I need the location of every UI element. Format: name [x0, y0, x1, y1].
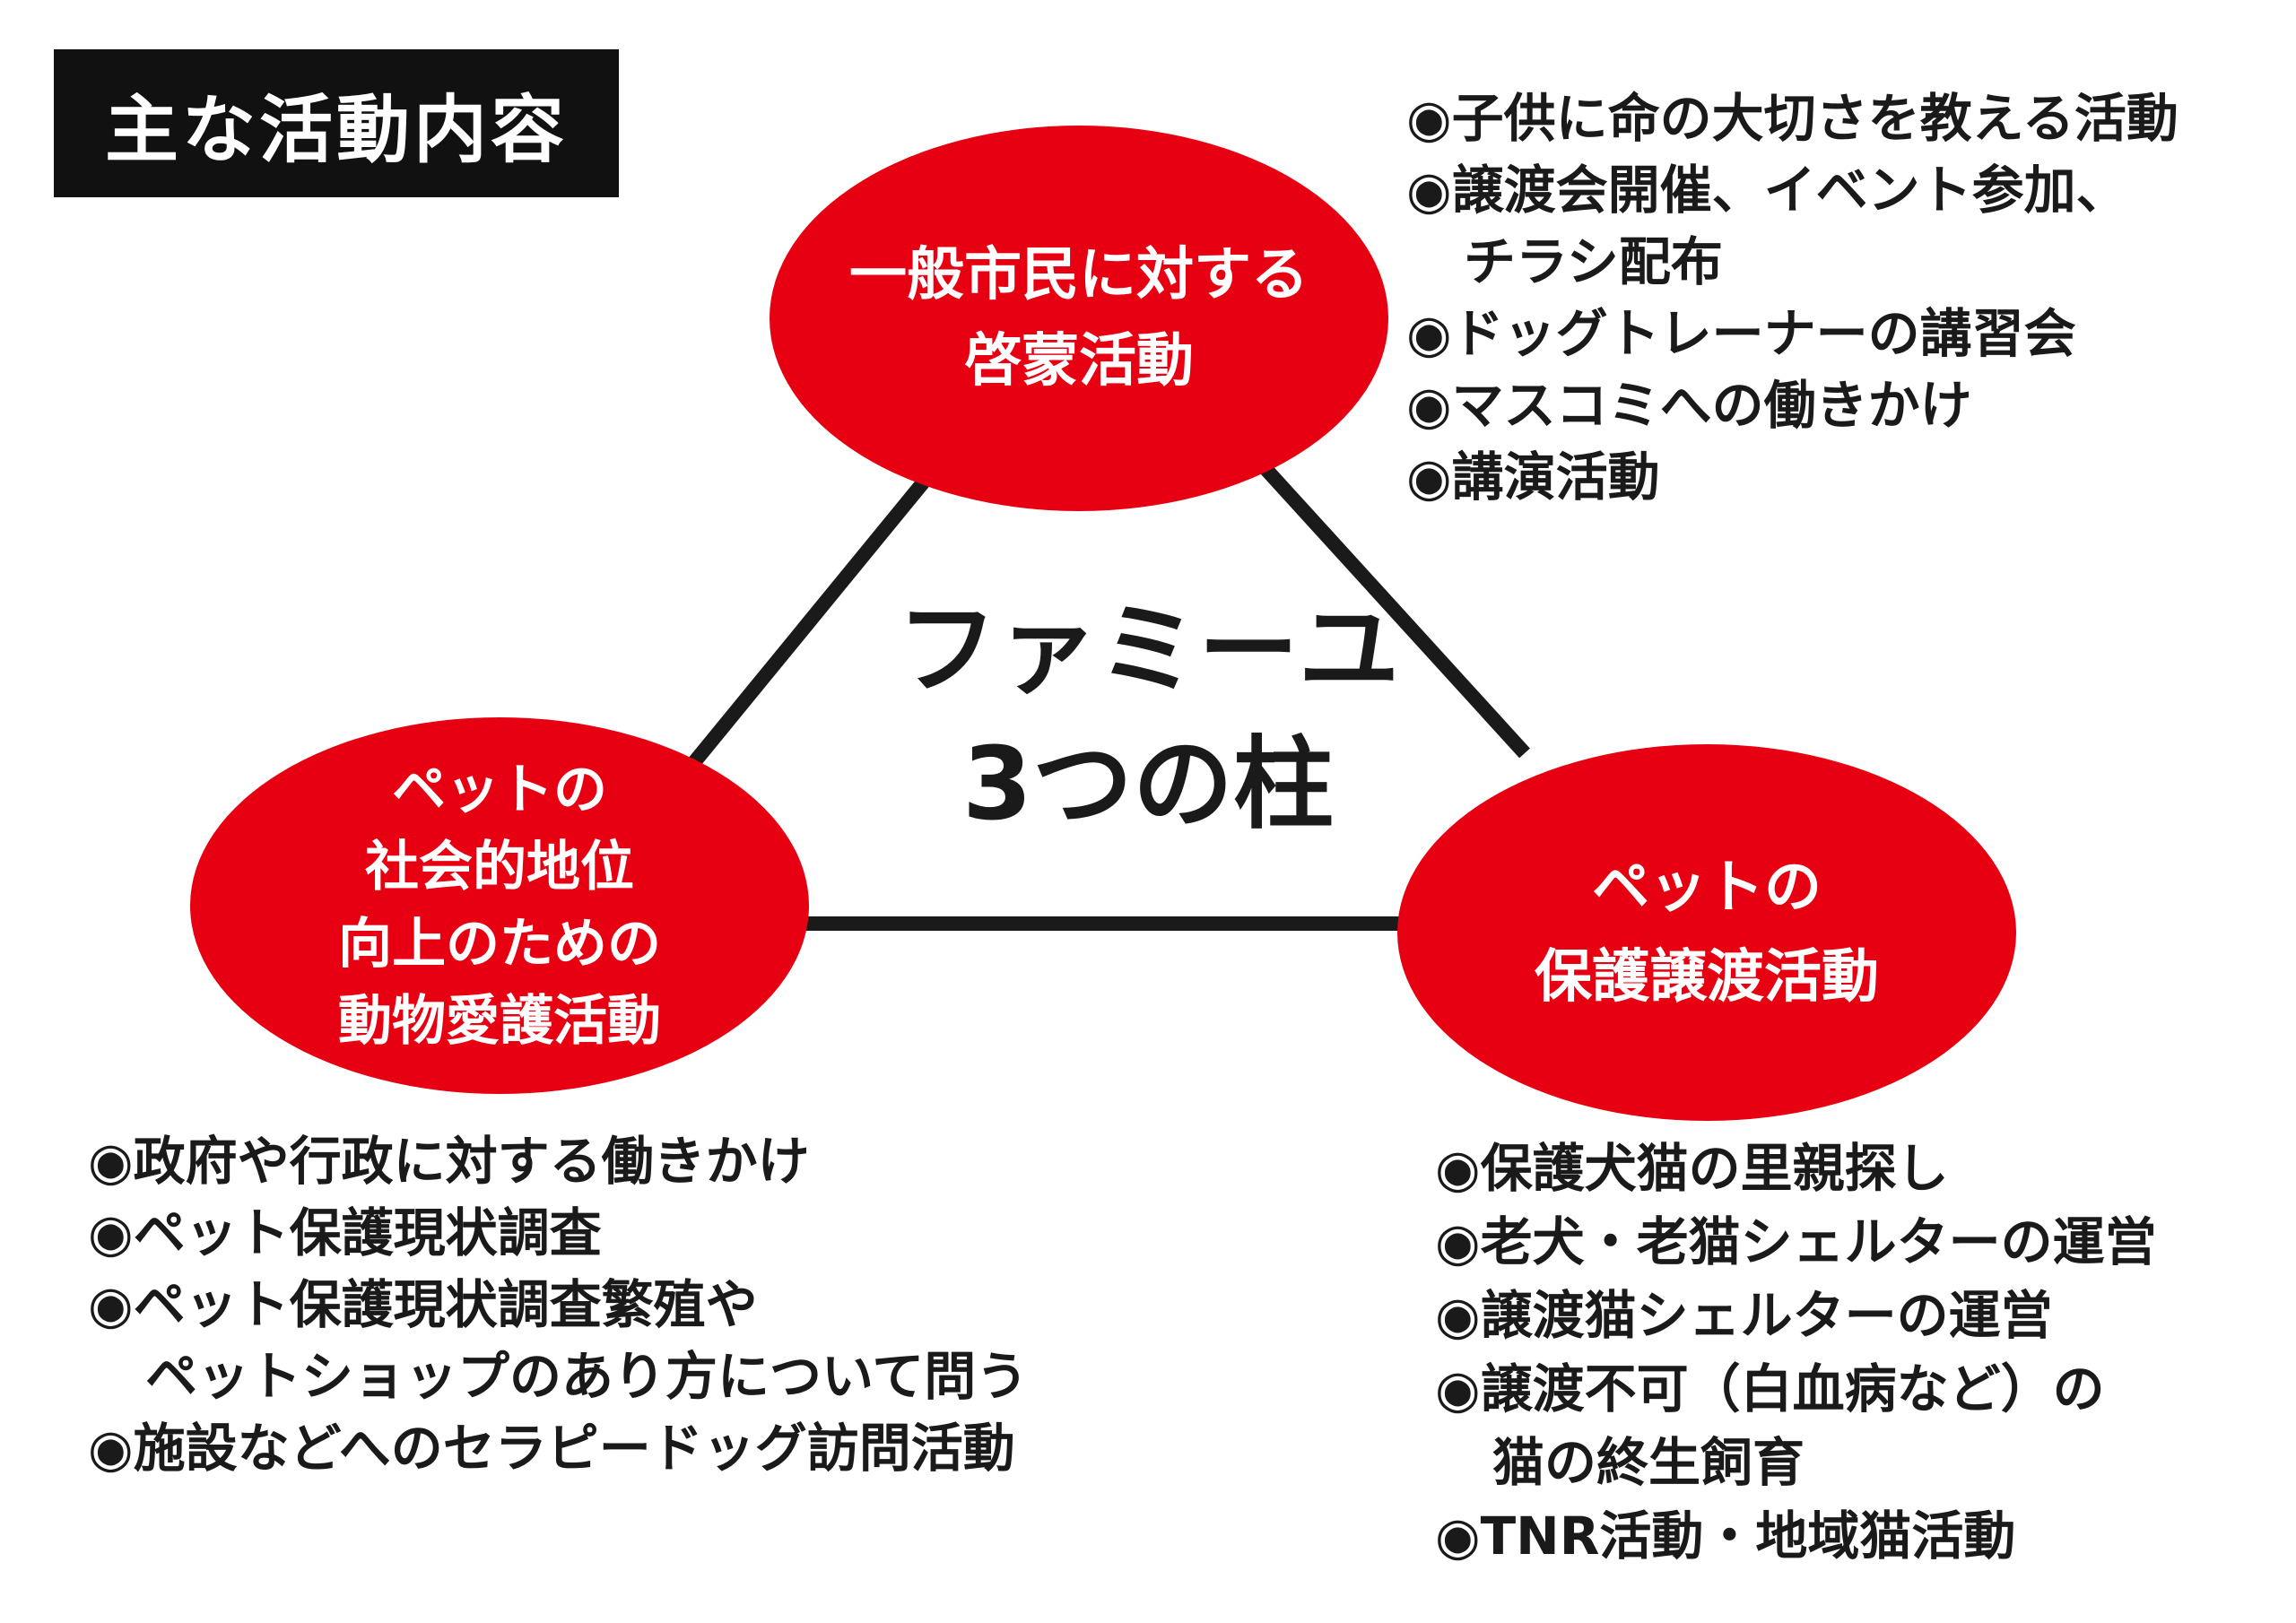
list-item: ◉譲渡会開催、イベント参加、 チラシ配布 — [1406, 154, 2179, 298]
list-item: ◉施設などへのセラピードッグ訪問活動 — [88, 1412, 1028, 1484]
pillar-rescue-line: 保護譲渡活動 — [1535, 944, 1879, 1011]
pillar-rescue: ペットの 保護譲渡活動 — [1397, 744, 2016, 1121]
pillar-welfare-line: 動物愛護活動 — [338, 990, 661, 1053]
list-item-text: ◉政府や行政に対する働きかけ — [88, 1131, 810, 1192]
list-item: ◉マスコミへの働きかけ — [1406, 369, 2179, 441]
list-item: ◉老犬・老猫シェルターの運営 — [1435, 1205, 2157, 1279]
list-item-text: ◉老犬・老猫シェルターの運営 — [1435, 1211, 2157, 1272]
list-item: ◉ペット保護現状調査 — [88, 1197, 1028, 1269]
list-item-text: ◉TNR活動・地域猫活動 — [1435, 1506, 2016, 1567]
list-item: ◉譲渡猫シェルターの運営 — [1435, 1279, 2157, 1352]
pillar-rescue-line: ペットの — [1592, 855, 1822, 921]
list-item-text: ◉講演活動 — [1406, 447, 1660, 508]
list-item: ◉講演活動 — [1406, 441, 2179, 513]
pillar-welfare: ペットの 社会的地位 向上のための 動物愛護活動 — [190, 717, 809, 1094]
list-item-text: ◉ペット保護現状調査繁殖や — [88, 1274, 758, 1335]
list-item-text: ◉譲渡猫シェルターの運営 — [1435, 1285, 2053, 1346]
center-heading-line2: 3つの柱 — [962, 726, 1334, 843]
pillar-welfare-line: ペットの — [392, 759, 607, 821]
center-heading: ファミーユ 3つの柱 — [789, 583, 1507, 852]
list-item: ◉TNR活動・地域猫活動 — [1435, 1499, 2157, 1573]
pillar-awareness-line: 啓蒙活動 — [964, 328, 1194, 395]
list-item: ◉政府や行政に対する働きかけ — [88, 1125, 1028, 1197]
list-item: ◉ドッグトレーナーの講習会 — [1406, 298, 2179, 369]
connector-top-left — [684, 465, 939, 772]
list-item-text-continued: 猫の終生飼育 — [1492, 1432, 1805, 1493]
list-item-text: ◉ペット保護現状調査 — [88, 1202, 602, 1263]
connector-top-right — [1246, 447, 1530, 759]
list-item: ◉譲渡不可（白血病など）の 猫の終生飼育 — [1435, 1352, 2157, 1499]
list-item-text: ◉施設などへのセラピードッグ訪問活動 — [88, 1418, 1015, 1479]
list-item-text: ◉マスコミへの働きかけ — [1406, 375, 1972, 436]
list-item-text-continued: チラシ配布 — [1464, 231, 1723, 292]
list-item-text: ◉保護犬猫の里親探し — [1435, 1138, 1949, 1199]
page-title: 主な活動内容 — [54, 49, 619, 197]
list-item-text-continued: ペットショップのあり方について問う — [145, 1346, 1029, 1407]
center-heading-line1: ファミーユ — [897, 592, 1399, 708]
list-item-text: ◉子供に命の大切さを教える活動 — [1406, 88, 2179, 149]
pillar-welfare-line: 向上のための — [338, 913, 661, 976]
pillar-welfare-line: 社会的地位 — [365, 836, 634, 898]
list-item-text: ◉譲渡会開催、イベント参加、 — [1406, 160, 2128, 221]
list-item-text: ◉譲渡不可（白血病など）の — [1435, 1358, 2105, 1419]
list-item-text: ◉ドッグトレーナーの講習会 — [1406, 303, 2076, 364]
welfare-activity-list: ◉政府や行政に対する働きかけ ◉ペット保護現状調査 ◉ペット保護現状調査繁殖や … — [88, 1125, 1028, 1484]
pillar-awareness: 一般市民に対する 啓蒙活動 — [770, 126, 1388, 511]
list-item: ◉子供に命の大切さを教える活動 — [1406, 82, 2179, 154]
rescue-activity-list: ◉保護犬猫の里親探し ◉老犬・老猫シェルターの運営 ◉譲渡猫シェルターの運営 ◉… — [1435, 1132, 2157, 1573]
list-item: ◉保護犬猫の里親探し — [1435, 1132, 2157, 1205]
list-item: ◉ペット保護現状調査繁殖や ペットショップのあり方について問う — [88, 1269, 1028, 1412]
awareness-activity-list: ◉子供に命の大切さを教える活動 ◉譲渡会開催、イベント参加、 チラシ配布 ◉ドッ… — [1406, 82, 2179, 513]
pillar-awareness-line: 一般市民に対する — [849, 242, 1309, 308]
